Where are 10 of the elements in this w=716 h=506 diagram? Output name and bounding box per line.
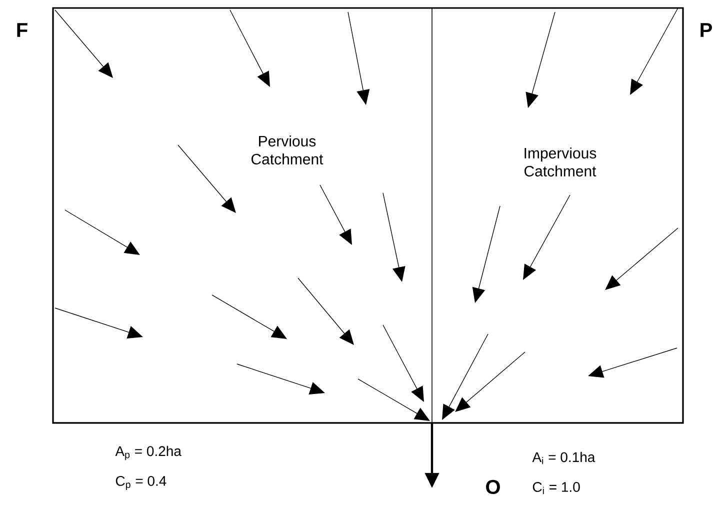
- point-label: F: [17, 23, 28, 37]
- catchment-area: [432, 7, 684, 424]
- parameter-label: C$_{i}$ = 1.0: [532, 482, 580, 494]
- parameter-label: A$_{p}$ = 0.2ha: [115, 446, 182, 460]
- parameter-label: C$_{p}$ = 0.4: [116, 476, 166, 490]
- catchment-label: Impervious Catchment: [524, 147, 596, 176]
- parameter-label: A$_{i}$ = 0.1ha: [532, 452, 596, 464]
- point-label: O: [486, 480, 500, 494]
- catchment-area: [52, 7, 432, 424]
- catchment-label: Pervious Catchment: [252, 135, 324, 164]
